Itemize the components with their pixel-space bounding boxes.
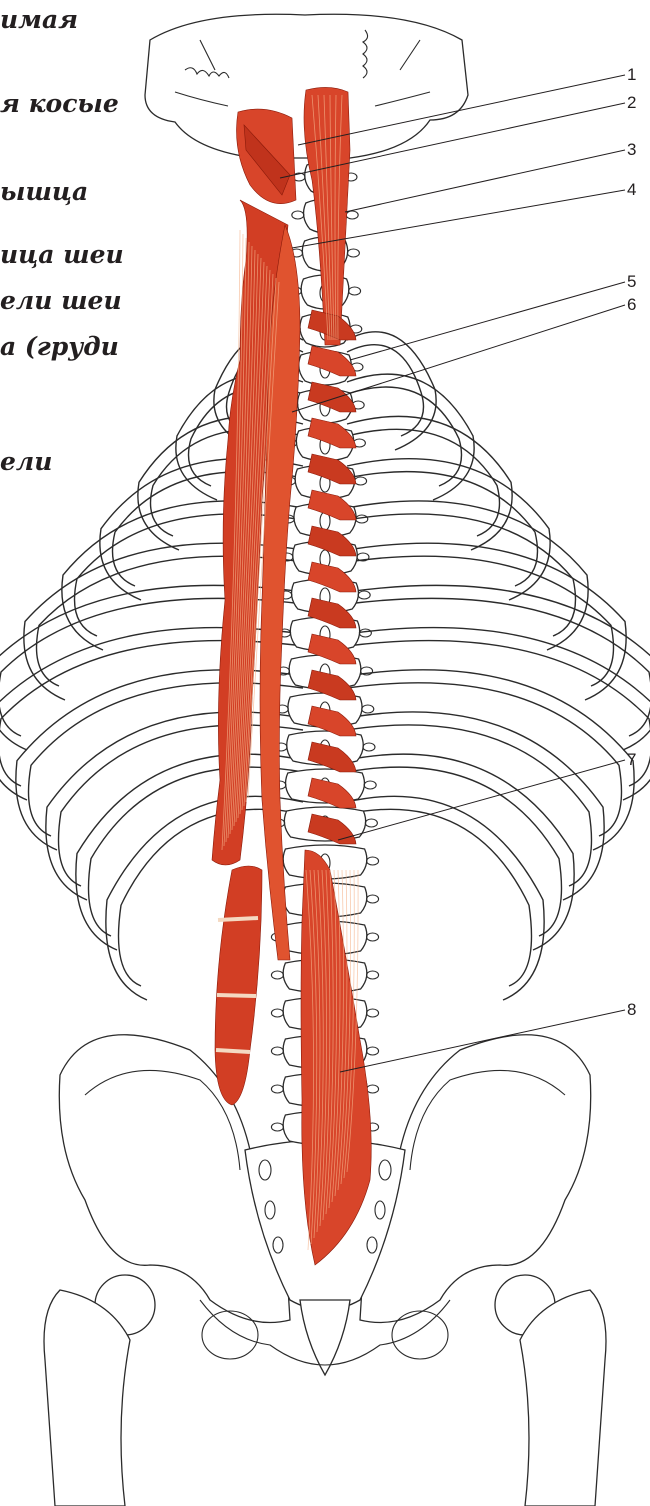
- callout-3: 3: [627, 140, 636, 159]
- callout-4: 4: [627, 180, 636, 199]
- caption-line-4: ица шеи: [0, 240, 124, 269]
- callout-5: 5: [627, 272, 636, 291]
- rib-outline: [347, 459, 550, 600]
- caption-list: имая я косые ышца ица шеи ели шеи а (гру…: [0, 5, 124, 476]
- rib-outline: [347, 712, 604, 900]
- callout-7: 7: [627, 750, 636, 769]
- rib-outline: [347, 543, 626, 700]
- caption-line-5: ели шеи: [0, 286, 122, 315]
- caption-line-6: а (груди: [0, 332, 119, 361]
- rib-outline: [347, 796, 544, 1000]
- rib-outline: [347, 683, 622, 836]
- iliocostalis-lumborum-left: [215, 866, 262, 1105]
- rib-outline: [347, 725, 592, 886]
- rib-outline: [347, 501, 588, 650]
- callout-2: 2: [627, 93, 636, 112]
- callout-6: 6: [627, 295, 636, 314]
- caption-line-3: ышца: [0, 177, 88, 206]
- rib-outline: [347, 628, 650, 800]
- callout-1: 1: [627, 65, 636, 84]
- rib-outline: [0, 628, 303, 800]
- rib-outline: [347, 809, 532, 986]
- callout-8: 8: [627, 1000, 636, 1019]
- caption-line-2: я косые: [0, 89, 119, 118]
- caption-line-7: ели: [0, 447, 52, 476]
- caption-line-1: имая: [0, 5, 78, 34]
